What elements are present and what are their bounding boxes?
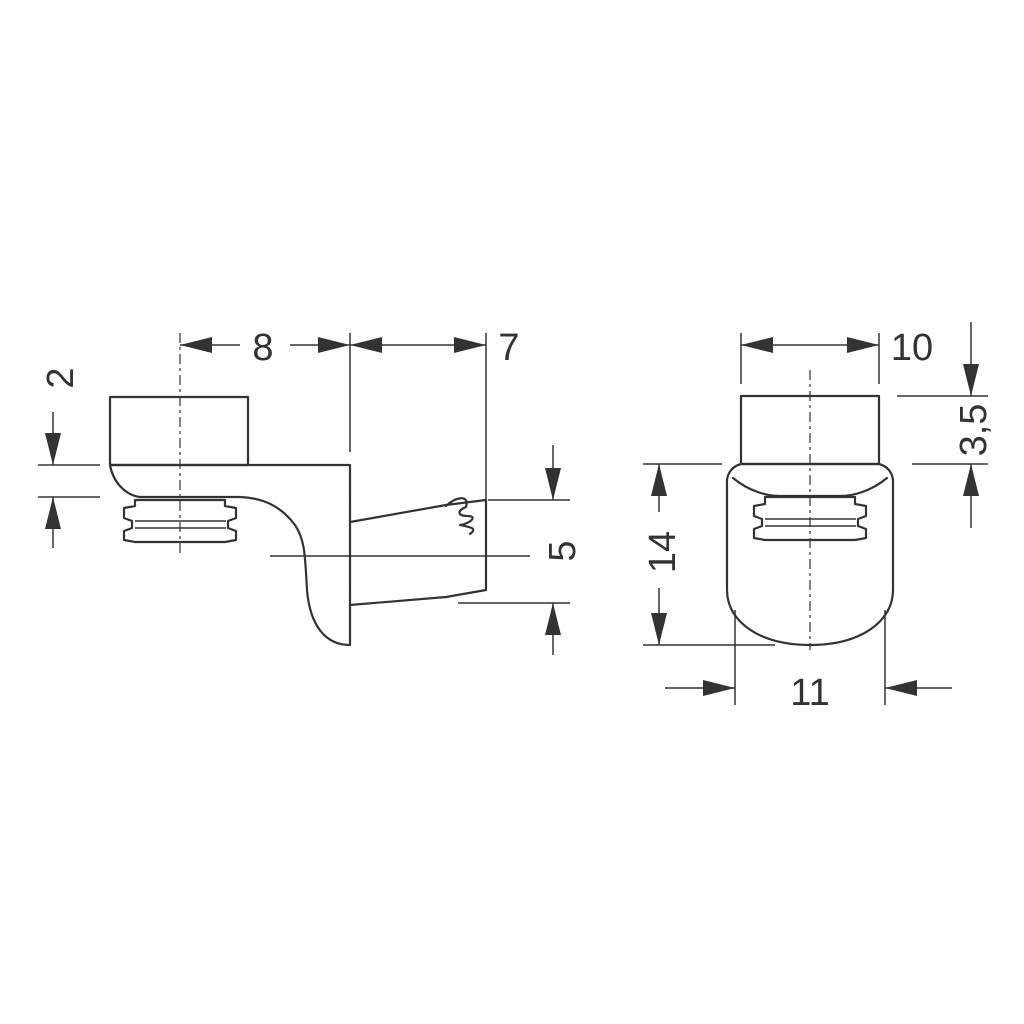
dim-arrow [180, 337, 212, 353]
dim-label-8: 8 [252, 327, 273, 369]
dim-arrow [318, 337, 350, 353]
side-screw-tip [444, 497, 475, 536]
dim-arrow [651, 613, 667, 645]
dim-label-14: 14 [642, 531, 684, 573]
side-threaded-pin [122, 498, 238, 544]
dim-arrow [545, 603, 561, 635]
dim-arrow [963, 464, 979, 496]
side-top-block [108, 395, 250, 467]
dim-arrow [651, 464, 667, 496]
dim-arrow [45, 497, 61, 529]
front-threaded-pin [752, 495, 868, 542]
dim-label-10: 10 [891, 327, 933, 369]
dim-arrow [741, 337, 773, 353]
dim-label-2: 2 [40, 367, 82, 388]
front-view: 10 3,5 14 11 [642, 322, 995, 714]
dim-arrow [545, 468, 561, 500]
dim-label-7: 7 [498, 327, 519, 369]
dim-arrow [45, 433, 61, 465]
dim-label-11: 11 [790, 672, 829, 714]
dim-arrow [350, 337, 382, 353]
side-bracket-body [108, 463, 352, 647]
dim-arrow [454, 337, 486, 353]
dim-arrow [703, 680, 735, 696]
side-view: 8 7 2 5 [38, 327, 584, 655]
dim-label-5: 5 [542, 540, 584, 561]
dim-arrow [885, 680, 917, 696]
dim-arrow [963, 364, 979, 396]
dim-arrow [847, 337, 879, 353]
dim-label-3-5: 3,5 [953, 404, 995, 457]
